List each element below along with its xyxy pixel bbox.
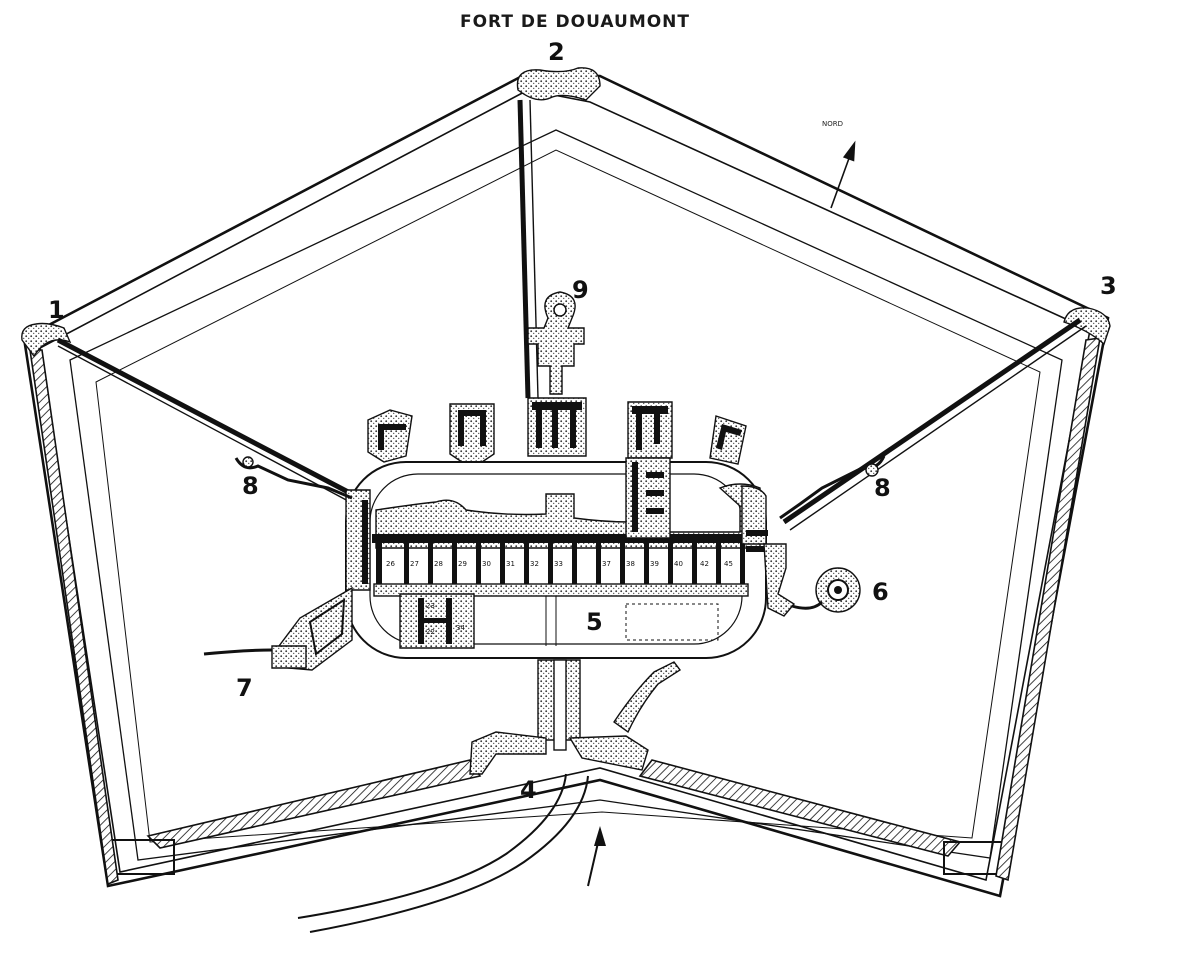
north-casemates: [367, 397, 747, 465]
turret-6: [763, 543, 861, 617]
room-label: 39: [650, 560, 659, 568]
main-entrance: [297, 659, 682, 933]
north-label: NORD: [822, 120, 843, 128]
marker-label-1: 1: [48, 296, 65, 324]
fort-core: [345, 457, 772, 659]
room-label: 34: [456, 624, 465, 632]
room-label: 26: [386, 560, 395, 568]
room-labels: 26 27 28 29 30 31 32 33 37 38 39 40 42 4…: [386, 560, 733, 636]
marker-label-8-east: 8: [874, 474, 891, 502]
flank-casemate-8-west: [234, 456, 353, 500]
outer-ditch: [22, 72, 1110, 898]
room-label: 32: [530, 560, 539, 568]
marker-label-5: 5: [586, 608, 603, 636]
marker-labels: 1 2 3 4 5 6 7 8 8 9: [48, 38, 1117, 804]
room-label: 33: [554, 560, 563, 568]
room-label: 30: [482, 560, 491, 568]
marker-label-9: 9: [572, 276, 589, 304]
room-label: 23: [426, 602, 435, 610]
caponier-1: [21, 322, 72, 358]
marker-label-7: 7: [236, 674, 253, 702]
marker-label-3: 3: [1100, 272, 1117, 300]
southern-rampart: [29, 337, 1101, 886]
tunnels: [56, 99, 1087, 531]
marker-label-6: 6: [872, 578, 889, 606]
room-label: 31: [506, 560, 515, 568]
turret-7: [203, 586, 353, 671]
north-arrow-icon: NORD: [822, 120, 856, 209]
marker-label-4: 4: [520, 776, 537, 804]
marker-label-2: 2: [548, 38, 565, 66]
room-label: 38: [626, 560, 635, 568]
room-label: 22: [426, 628, 435, 636]
room-label: 40: [674, 560, 683, 568]
room-label: 28: [434, 560, 443, 568]
room-label: 37: [602, 560, 611, 568]
room-label: 29: [458, 560, 467, 568]
caponier-3: [1063, 307, 1111, 346]
marker-label-8-west: 8: [242, 472, 259, 500]
flank-casemate-8-east: [779, 455, 886, 520]
casemate-walls: [376, 543, 745, 587]
caponier-2: [516, 67, 601, 101]
room-label: 42: [700, 560, 709, 568]
room-label: 45: [724, 560, 733, 568]
room-label: 27: [410, 560, 419, 568]
diagram-title: FORT DE DOUAUMONT: [460, 12, 690, 32]
turret-9: [527, 291, 585, 395]
